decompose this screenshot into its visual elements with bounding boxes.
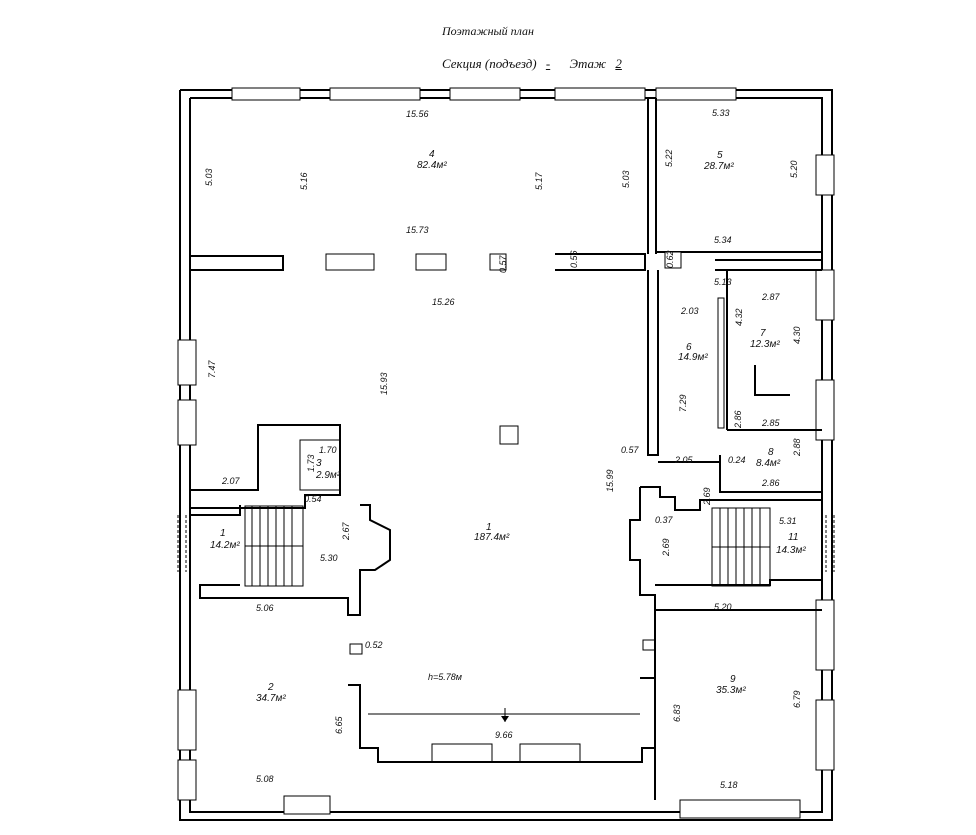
interior-walls bbox=[190, 98, 822, 800]
dimension-label: 15.26 bbox=[432, 297, 455, 307]
dimension-label: 6.65 bbox=[334, 715, 344, 734]
dimension-label: 4.30 bbox=[792, 326, 802, 344]
dimension-label: 5.20 bbox=[789, 160, 799, 178]
room-label: 1 bbox=[220, 528, 226, 539]
dimension-label: 6.79 bbox=[792, 690, 802, 708]
dimension-label: 7.29 bbox=[678, 394, 688, 412]
dimension-label: 2.67 bbox=[341, 521, 351, 541]
dimension-label: 0.54 bbox=[304, 494, 322, 504]
dimension-label: 5.31 bbox=[779, 516, 797, 526]
dimension-label: 15.93 bbox=[379, 372, 389, 395]
room-label: 3 bbox=[316, 458, 322, 469]
dimension-label: 5.18 bbox=[720, 780, 738, 790]
stairs-right bbox=[711, 507, 771, 587]
dimension-label: 5.08 bbox=[256, 774, 274, 784]
dimension-label: 2.85 bbox=[761, 418, 781, 428]
dimension-label: 15.56 bbox=[406, 109, 429, 119]
section-label: Секция (подъезд) bbox=[442, 56, 537, 71]
dimension-label: 0.56 bbox=[569, 250, 579, 268]
room-area: 187.4м² bbox=[474, 532, 510, 543]
dimension-label: 2.86 bbox=[733, 410, 743, 429]
dimension-label: 6.83 bbox=[672, 704, 682, 722]
room-area: 14.3м² bbox=[776, 545, 806, 556]
dimension-label: 2.07 bbox=[221, 476, 241, 486]
height-note: h=5.78м bbox=[428, 672, 462, 682]
room-label: 4 bbox=[429, 149, 435, 160]
room-label: 11 bbox=[788, 532, 798, 543]
dimension-label: 5.03 bbox=[204, 168, 214, 186]
columns bbox=[349, 425, 656, 655]
room-area: 82.4м² bbox=[417, 160, 447, 171]
dimension-label: 1.70 bbox=[319, 445, 337, 455]
room-area: 8.4м² bbox=[756, 458, 781, 469]
dimension-label: 7.47 bbox=[207, 359, 217, 378]
room-area: 34.7м² bbox=[256, 693, 286, 704]
dimension-label: 0.62 bbox=[665, 250, 675, 268]
dimension-label: 9.66 bbox=[495, 730, 513, 740]
dimension-label: 0.57 bbox=[498, 254, 508, 273]
dimension-label: 15.99 bbox=[605, 469, 615, 492]
room-area: 14.2м² bbox=[210, 540, 240, 551]
dimension-label: 2.69 bbox=[661, 538, 671, 557]
dimension-label: 5.30 bbox=[320, 553, 338, 563]
plan-subtitle: Секция (подъезд) - Этаж 2 bbox=[442, 56, 628, 72]
room-labels: 1 187.4м² 1 14.2м² 2 34.7м² 3 2.9м² 4 82… bbox=[210, 149, 806, 704]
dimension-label: 5.33 bbox=[712, 108, 730, 118]
dimension-label: 2.03 bbox=[680, 306, 699, 316]
room-label: 5 bbox=[717, 150, 723, 161]
room-area: 12.3м² bbox=[750, 339, 780, 350]
dimension-label: 0.57 bbox=[621, 445, 640, 455]
dimension-label: 2.69 bbox=[702, 487, 712, 506]
dimension-label: 0.52 bbox=[365, 640, 383, 650]
dimension-label: 2.87 bbox=[761, 292, 781, 302]
dimension-label: 2.05 bbox=[674, 455, 694, 465]
dimension-label: 5.34 bbox=[714, 235, 732, 245]
dimension-label: 5.03 bbox=[621, 170, 631, 188]
entrance-marks bbox=[177, 515, 835, 722]
plan-title: Поэтажный план bbox=[441, 24, 535, 38]
room-label: 9 bbox=[730, 674, 736, 685]
floor-label: Этаж bbox=[569, 56, 607, 71]
windows bbox=[177, 87, 835, 819]
dimension-label: 5.17 bbox=[534, 171, 544, 190]
dimension-label: 5.16 bbox=[299, 172, 309, 190]
room-area: 35.3м² bbox=[716, 685, 746, 696]
room-label: 8 bbox=[768, 447, 774, 458]
room-area: 2.9м² bbox=[315, 470, 341, 481]
dimension-label: 1.73 bbox=[306, 454, 316, 472]
floor-value: 2 bbox=[615, 56, 622, 71]
room-area: 14.9м² bbox=[678, 352, 708, 363]
room-label: 6 bbox=[686, 342, 692, 353]
dimension-label: 0.24 bbox=[728, 455, 746, 465]
dimension-label: 4.32 bbox=[734, 308, 744, 326]
dimension-label: 5.22 bbox=[664, 149, 674, 167]
stairs-left bbox=[244, 505, 304, 587]
room-label: 7 bbox=[760, 328, 766, 339]
dimension-label: 5.13 bbox=[714, 277, 732, 287]
room-label: 1 bbox=[486, 522, 492, 533]
dimension-label: 15.73 bbox=[406, 225, 429, 235]
vertical-dimension-labels: 5.03 5.16 5.17 5.03 5.22 5.20 0.57 0.56 … bbox=[204, 149, 802, 734]
dimension-label: 5.06 bbox=[256, 603, 274, 613]
dimension-label: 2.86 bbox=[761, 478, 780, 488]
dimension-label: 5.20 bbox=[714, 602, 732, 612]
room-label: 2 bbox=[267, 682, 274, 693]
room-area: 28.7м² bbox=[703, 161, 734, 172]
dimension-label: 2.88 bbox=[792, 438, 802, 457]
dimension-label: 0.37 bbox=[655, 515, 674, 525]
section-value: - bbox=[545, 56, 551, 71]
dimension-labels: 15.56 15.73 5.33 5.34 15.26 5.13 2.03 2.… bbox=[221, 108, 797, 790]
